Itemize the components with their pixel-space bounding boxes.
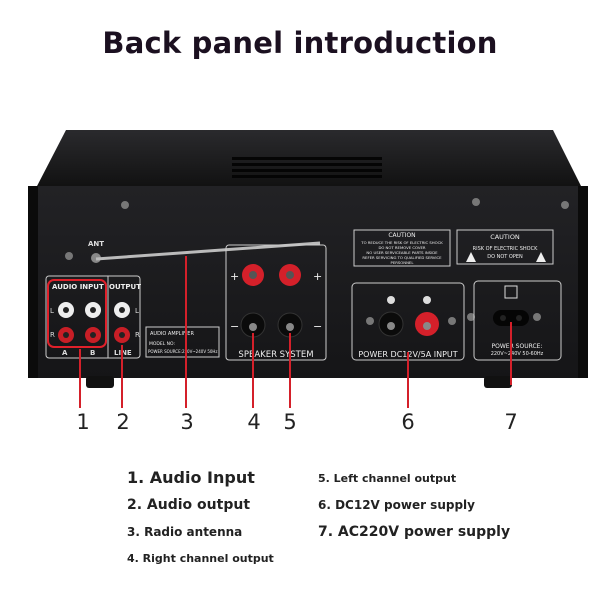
svg-text:REFER SERVICING TO QUALIFIED S: REFER SERVICING TO QUALIFIED SERVICE	[362, 255, 442, 260]
callout-2: 2	[116, 410, 130, 434]
l-label-out: L	[135, 307, 139, 315]
callout-4: 4	[247, 410, 261, 434]
warning-icon	[466, 252, 476, 262]
legend-item-1: 1. Audio Input	[127, 468, 255, 487]
power-source-label: POWER SOURCE:	[492, 343, 543, 350]
foot-right	[484, 376, 512, 388]
legend-item-6: 6. DC12V power supply	[318, 498, 475, 512]
svg-text:CAUTION: CAUTION	[490, 233, 520, 241]
legend-item-2: 2. Audio output	[127, 497, 251, 513]
callout-1: 1	[76, 410, 90, 434]
rca-jacks	[58, 302, 130, 343]
svg-text:NO USER SERVICEABLE PARTS INSI: NO USER SERVICEABLE PARTS INSIDE	[366, 250, 438, 255]
svg-text:PERSONNEL: PERSONNEL	[391, 260, 415, 265]
legend-item-4: 4. Right channel output	[127, 552, 274, 565]
legend-item-7: 7. AC220V power supply	[318, 524, 511, 540]
speaker-system-label: SPEAKER SYSTEM	[238, 350, 313, 360]
plus-icon	[423, 296, 431, 304]
callout-6: 6	[401, 410, 415, 434]
rear-face	[34, 186, 582, 378]
plus-label-2: +	[313, 270, 322, 283]
vent-slots	[232, 157, 382, 178]
output-label: OUTPUT	[109, 283, 141, 291]
legend-item-3: 3. Radio antenna	[127, 525, 243, 539]
minus-label-2: −	[313, 320, 322, 333]
callout-3: 3	[180, 410, 194, 434]
warning-icon-2	[536, 252, 546, 262]
screws	[65, 198, 569, 325]
a-label: A	[62, 349, 68, 357]
audio-input-label: AUDIO INPUT	[52, 283, 104, 291]
amp-label-title: AUDIO AMPLIFIER	[150, 331, 194, 337]
plus-label: +	[230, 270, 239, 283]
minus-icon	[387, 296, 395, 304]
caution-label-2: CAUTION RISK OF ELECTRIC SHOCK DO NOT OP…	[456, 229, 554, 265]
b-label: B	[90, 349, 95, 357]
page-title: Back panel introduction	[102, 26, 498, 60]
audio-input-highlight	[47, 279, 107, 348]
r-label: R	[50, 331, 55, 339]
minus-label: −	[230, 320, 239, 333]
power-source-value: 220V~240V 50-60Hz	[491, 351, 544, 357]
l-label: L	[50, 307, 54, 315]
ac-power-socket[interactable]	[493, 310, 529, 326]
amp-label-model: MODEL NO:	[149, 341, 175, 347]
foot-left	[86, 376, 114, 388]
double-insulation-icon	[504, 285, 518, 299]
callout-5: 5	[283, 410, 297, 434]
antenna-rod[interactable]	[95, 241, 321, 261]
callout-7: 7	[504, 410, 518, 434]
legend-item-5: 5. Left channel output	[318, 472, 457, 485]
callout-lines	[79, 256, 512, 408]
svg-text:DO NOT REMOVE COVER: DO NOT REMOVE COVER	[378, 245, 425, 250]
ant-label: ANT	[88, 240, 104, 248]
caution-label-1: CAUTION TO REDUCE THE RISK OF ELECTRIC S…	[353, 229, 451, 267]
svg-text:RISK OF ELECTRIC SHOCK: RISK OF ELECTRIC SHOCK	[473, 246, 538, 252]
svg-text:TO REDUCE THE RISK OF ELECTRIC: TO REDUCE THE RISK OF ELECTRIC SHOCK	[360, 240, 443, 245]
amp-label-power: POWER SOURCE:220V~240V 50Hz	[148, 349, 218, 354]
r-label-out: R	[135, 331, 140, 339]
svg-text:CAUTION: CAUTION	[388, 232, 415, 239]
svg-text:DO NOT OPEN: DO NOT OPEN	[487, 254, 523, 260]
